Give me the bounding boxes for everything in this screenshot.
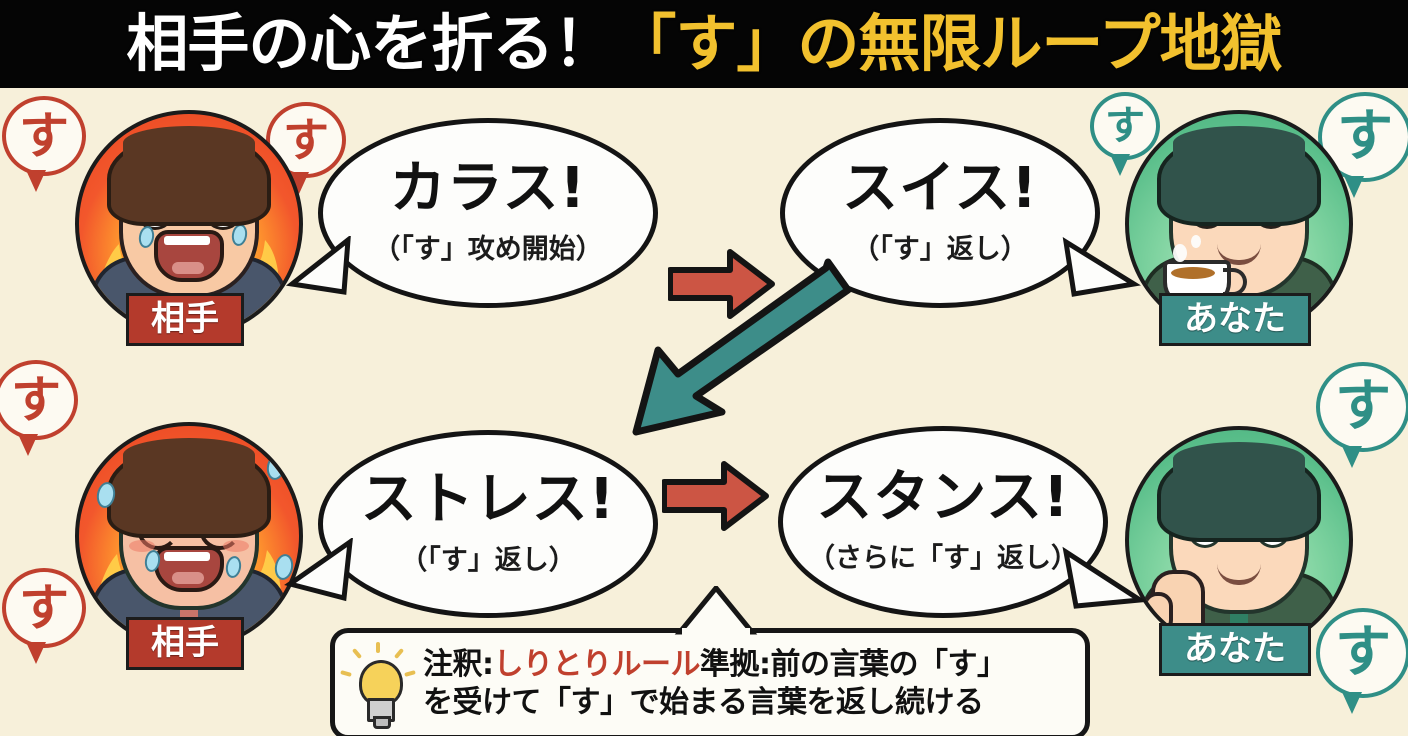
closed-eye-icon (1187, 208, 1227, 229)
bulb-ray (393, 648, 405, 659)
character-opponent-bottom: 相手 (60, 414, 310, 670)
bulb-ray (404, 670, 416, 677)
bulb-ray (340, 670, 352, 677)
page-title-yellow: 「す」の無限ループ地獄 (614, 7, 1282, 80)
note-suffix: 準拠:前の言葉の「す」 (700, 646, 1007, 682)
character-you-bottom: あなた (1110, 418, 1360, 676)
bubble-tail-karasu (285, 236, 351, 295)
bubble-sub-text: （「す」返し） (400, 544, 576, 576)
avatar-opponent-bottom (75, 422, 303, 650)
bubble-sub-text: （「す」攻め開始） (373, 233, 603, 265)
note-text-block: 注釈:しりとりルール準拠:前の言葉の「す」 を受けて「す」で始まる言葉を返し続け… (423, 646, 1007, 723)
su-bubble-red-3: す (0, 360, 78, 456)
bulb-ray (351, 648, 363, 659)
bubble-sub-text: （「す」返し） (852, 233, 1028, 265)
page-title: 相手の心を折る！「す」の無限ループ地獄 (126, 13, 1282, 75)
hair-icon (1157, 442, 1321, 542)
su-glyph: す (1337, 104, 1393, 169)
su-glyph: す (1335, 374, 1391, 439)
speech-bubble-karasu: カラス! （「す」攻め開始） (318, 118, 658, 308)
badge-opponent-top: 相手 (126, 292, 244, 346)
su-glyph: す (11, 371, 61, 429)
su-glyph: す (283, 113, 329, 167)
mouth-icon (154, 230, 224, 282)
hair-icon (1157, 126, 1321, 226)
arrow-bottom-right (662, 461, 769, 531)
bubble-main-text: カラス! (389, 155, 587, 221)
bubble-tail-sutoresu (284, 538, 353, 602)
su-bubble-red-1: す (2, 96, 86, 192)
su-glyph: す (1105, 103, 1145, 149)
smile-icon (1217, 244, 1261, 265)
sweat-drop-icon (264, 452, 288, 482)
su-bubble-teal-3: す (1316, 362, 1408, 468)
steam-icon (1173, 244, 1187, 262)
bubble-main-text: ストレス! (360, 466, 616, 532)
badge-you-bottom: あなた (1159, 622, 1311, 676)
note-box: 注釈:しりとりルール準拠:前の言葉の「す」 を受けて「す」で始まる言葉を返し続け… (330, 628, 1090, 736)
note-tail (674, 586, 758, 636)
sweat-drop-icon (224, 554, 243, 580)
badge-you-top: あなた (1159, 292, 1311, 346)
avatar-you-bottom (1125, 426, 1353, 654)
smile-icon (1217, 564, 1261, 585)
character-you-top: あなた (1110, 102, 1360, 352)
badge-opponent-bottom: 相手 (126, 616, 244, 670)
hair-icon (107, 126, 271, 226)
diagram-area: す す す す す す す す (0, 88, 1408, 736)
coffee-liquid-icon (1171, 267, 1215, 279)
closed-eye-icon (1251, 208, 1291, 229)
blush-icon (129, 540, 155, 552)
bubble-tail-suisu (1062, 237, 1141, 297)
note-prefix: 注釈: (423, 646, 494, 682)
su-bubble-red-4: す (2, 568, 86, 664)
character-opponent-top: 相手 (60, 102, 310, 352)
bubble-sub-text: （さらに「す」返し） (808, 542, 1078, 574)
bubble-tail-sutansu (1062, 546, 1148, 609)
tongue-icon (172, 572, 204, 584)
teeth-icon (164, 236, 210, 245)
su-glyph: す (19, 107, 69, 165)
note-line-1: 注釈:しりとりルール準拠:前の言葉の「す」 (423, 646, 1007, 684)
speech-bubble-sutansu: スタンス! （さらに「す」返し） (778, 426, 1108, 618)
note-highlight: しりとりルール (493, 646, 701, 682)
blush-icon (223, 540, 249, 552)
note-line-2: を受けて「す」で始まる言葉を返し続ける (423, 685, 984, 720)
lightbulb-icon (340, 642, 416, 729)
su-glyph: す (19, 579, 69, 637)
teeth-icon (164, 552, 210, 561)
title-bar: 相手の心を折る！「す」の無限ループ地獄 (0, 0, 1408, 88)
speech-bubble-sutoresu: ストレス! （「す」返し） (318, 430, 658, 618)
page-title-white: 相手の心を折る！ (126, 7, 615, 80)
su-bubble-teal-4: す (1316, 608, 1408, 714)
mouth-icon (154, 546, 224, 592)
arrow-diagonal-downleft (632, 258, 852, 436)
hair-icon (107, 438, 271, 538)
bubble-main-text: スタンス! (816, 464, 1070, 530)
steam-icon (1191, 235, 1201, 248)
bubble-main-text: スイス! (842, 155, 1038, 221)
su-glyph: す (1335, 620, 1391, 685)
tongue-icon (172, 262, 204, 274)
su-bubble-teal-1: す (1090, 92, 1160, 176)
bulb-base (367, 698, 395, 729)
arrow-top-right (668, 249, 775, 319)
bulb-ray (376, 642, 380, 653)
